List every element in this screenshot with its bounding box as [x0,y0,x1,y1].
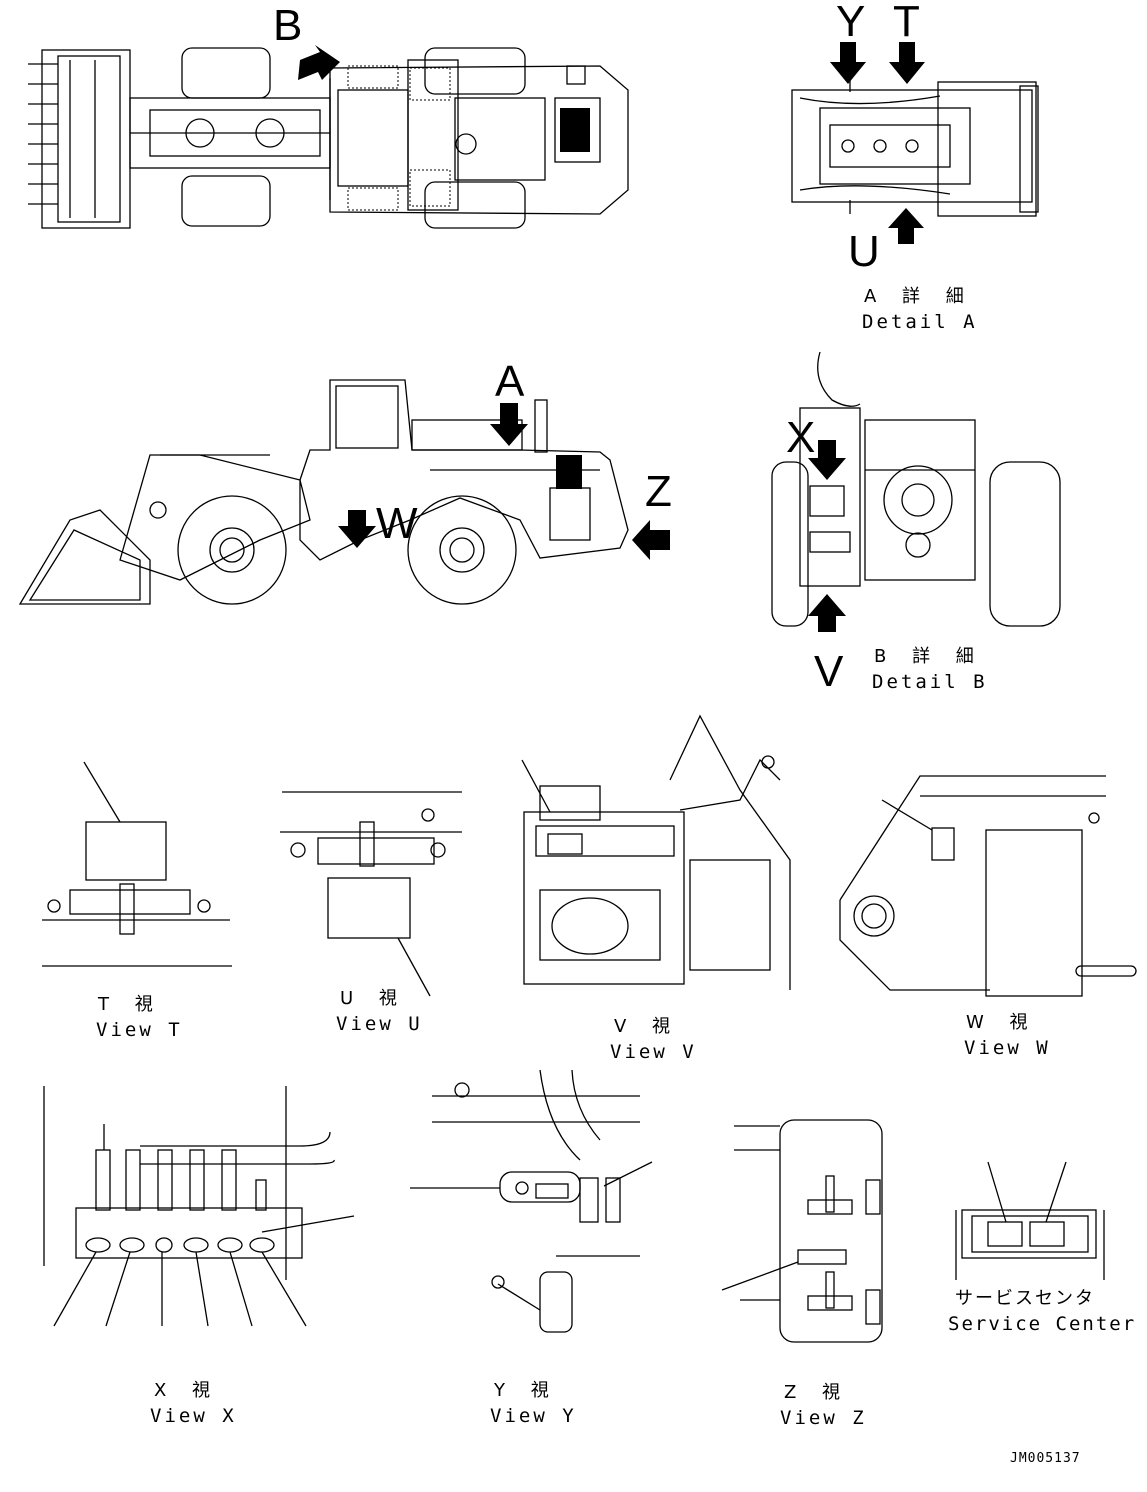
view-z-label-jp: Z 視 [784,1382,850,1403]
view-u-label-en: View U [336,1013,423,1035]
view-y-label-en: View Y [490,1405,577,1427]
detail-a-drawing [791,42,1039,244]
view-x-label-jp: X 視 [154,1380,220,1401]
view-v-label-en: View V [610,1041,697,1063]
callout-z: Z [645,467,672,516]
view-w-label-en: View W [964,1037,1051,1059]
view-t-label-jp: T 視 [97,994,163,1015]
view-u-label-jp: U 視 [340,988,407,1009]
callout-y: Y [836,0,865,46]
view-z-label-en: View Z [780,1407,867,1429]
view-w-drawing [839,775,1137,997]
loader-top-view [28,45,629,229]
callout-u: U [848,227,880,276]
loader-side-view [18,379,670,605]
view-y-drawing [410,1069,653,1333]
detail-b-label-en: Detail B [872,671,988,693]
drawing-code: JM005137 [1010,1451,1081,1466]
view-y-label-jp: Y 視 [493,1380,559,1401]
service-center-drawing [955,1161,1105,1280]
view-t-label-en: View T [96,1019,183,1041]
detail-a-label-en: Detail A [862,311,978,333]
callout-w: W [376,499,418,548]
view-w-label-jp: W 視 [966,1012,1038,1033]
view-v-drawing [521,714,791,990]
view-x-label-en: View X [150,1405,237,1427]
detail-b-drawing [771,351,1061,632]
service-center-label-en: Service Center [948,1313,1136,1335]
callout-v: V [814,647,844,696]
view-t-drawing [42,761,232,967]
view-u-drawing [280,791,462,997]
callout-t: T [893,0,920,46]
view-x-drawing [43,1086,355,1327]
detail-b-label-jp: B 詳 細 [874,646,984,667]
view-v-label-jp: V 視 [614,1016,680,1037]
callout-a: A [495,357,525,406]
callout-x: X [786,413,815,462]
service-center-label-jp: サービスセンタ [955,1288,1095,1309]
detail-a-label-jp: A 詳 細 [864,286,974,307]
view-z-drawing [721,1119,883,1343]
callout-b-top: B [273,1,302,50]
